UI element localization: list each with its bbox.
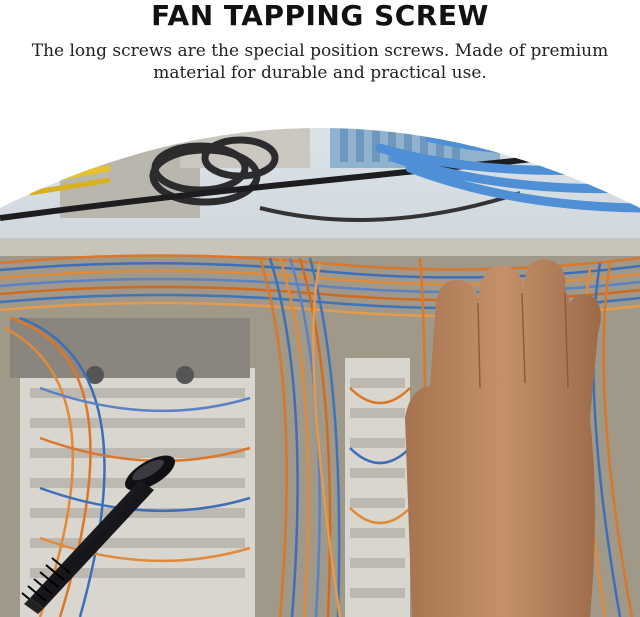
right-terminal-strip	[345, 358, 410, 617]
product-scene	[0, 128, 640, 617]
hand-illustration	[405, 259, 601, 617]
page-subtitle: The long screws are the special position…	[31, 41, 609, 83]
screw-icon	[21, 455, 175, 614]
page-title: FAN TAPPING SCREW	[151, 0, 489, 32]
